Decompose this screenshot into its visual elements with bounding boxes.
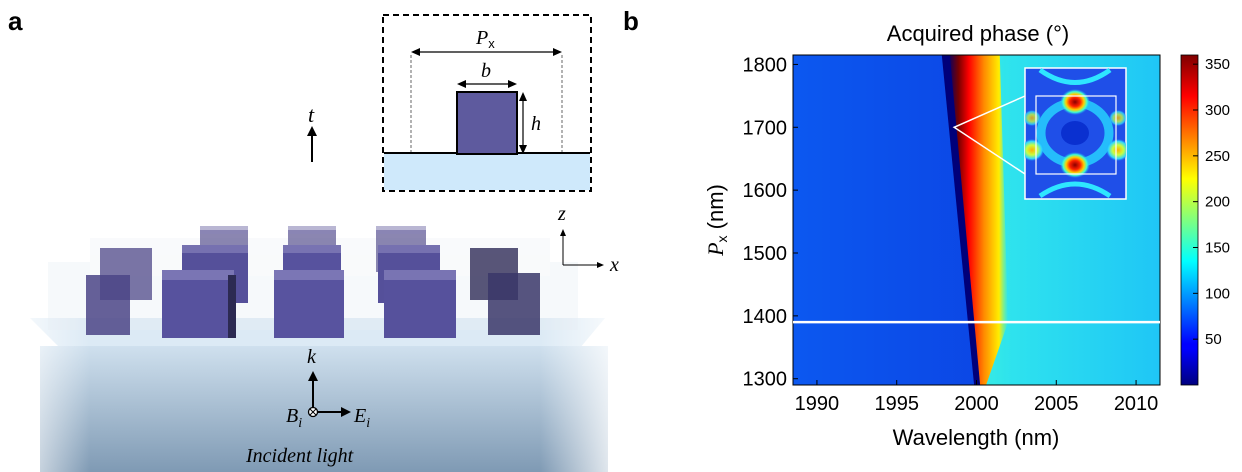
resonance-band — [947, 55, 1009, 385]
panel-a: a — [0, 6, 630, 472]
colorbar-tick-label: 50 — [1205, 331, 1222, 348]
y-axis-title: Px (nm) — [703, 184, 730, 257]
x-tick-label: 2000 — [954, 393, 999, 415]
resonance-dark-edge — [941, 55, 981, 385]
y-tick-label: 1700 — [743, 117, 788, 139]
x-axis-title: Wavelength (nm) — [893, 425, 1060, 450]
colorbar-tick-label: 200 — [1205, 194, 1230, 211]
colorbar-ticks: 50 100 150 200 250 300 350 — [1193, 56, 1230, 348]
t-arrow: t — [307, 102, 317, 162]
pillar — [488, 273, 540, 335]
colorbar-tick-label: 250 — [1205, 148, 1230, 165]
x-tick-label: 2005 — [1034, 393, 1079, 415]
e-field-label: Ei — [353, 405, 370, 431]
pillar-row-front — [86, 270, 540, 338]
pillar — [162, 270, 236, 338]
period-label: Px — [475, 27, 495, 51]
x-axis-ticks: 1990 1995 2000 2005 2010 — [795, 380, 1159, 415]
z-axis-label: z — [557, 203, 566, 225]
x-tick-label: 1990 — [795, 393, 840, 415]
field-map-inset — [1024, 67, 1127, 200]
t-label: t — [308, 102, 315, 127]
width-label: b — [481, 60, 491, 82]
pillar — [274, 270, 344, 338]
y-axis-ticks: 1300 1400 1500 1600 1700 1800 — [743, 54, 798, 391]
y-tick-label: 1800 — [743, 54, 788, 76]
pillar — [86, 275, 130, 335]
y-tick-label: 1500 — [743, 243, 788, 265]
x-axis-label: x — [609, 254, 619, 276]
unit-cell-inset: Px b h — [382, 14, 592, 192]
incident-light: k Bi Ei Incident light — [245, 346, 370, 467]
colorbar-tick-label: 150 — [1205, 240, 1230, 257]
colorbar-tick-label: 350 — [1205, 56, 1230, 73]
colorbar-tick-label: 300 — [1205, 102, 1230, 119]
y-tick-label: 1400 — [743, 306, 788, 328]
inset-callout — [952, 95, 1026, 175]
substrate — [0, 300, 630, 472]
b-field-label: Bi — [286, 405, 302, 431]
zx-axes: z x — [557, 203, 619, 276]
height-label: h — [531, 113, 541, 135]
colorbar-tick-label: 100 — [1205, 285, 1230, 302]
y-tick-label: 1300 — [743, 369, 788, 391]
pillar — [384, 270, 456, 338]
k-label: k — [307, 346, 317, 368]
panel-b-label: b — [623, 6, 639, 36]
colorbar-gradient — [1180, 54, 1199, 386]
x-tick-label: 2010 — [1114, 393, 1159, 415]
panel-b: b Acquired phase (°) — [623, 6, 1230, 450]
incident-light-caption: Incident light — [245, 445, 354, 467]
colorbar: 50 100 150 200 250 300 350 — [1180, 54, 1230, 386]
y-tick-label: 1600 — [743, 180, 788, 202]
panel-a-label: a — [8, 6, 23, 36]
chart-title: Acquired phase (°) — [887, 21, 1069, 46]
x-tick-label: 1995 — [874, 393, 919, 415]
